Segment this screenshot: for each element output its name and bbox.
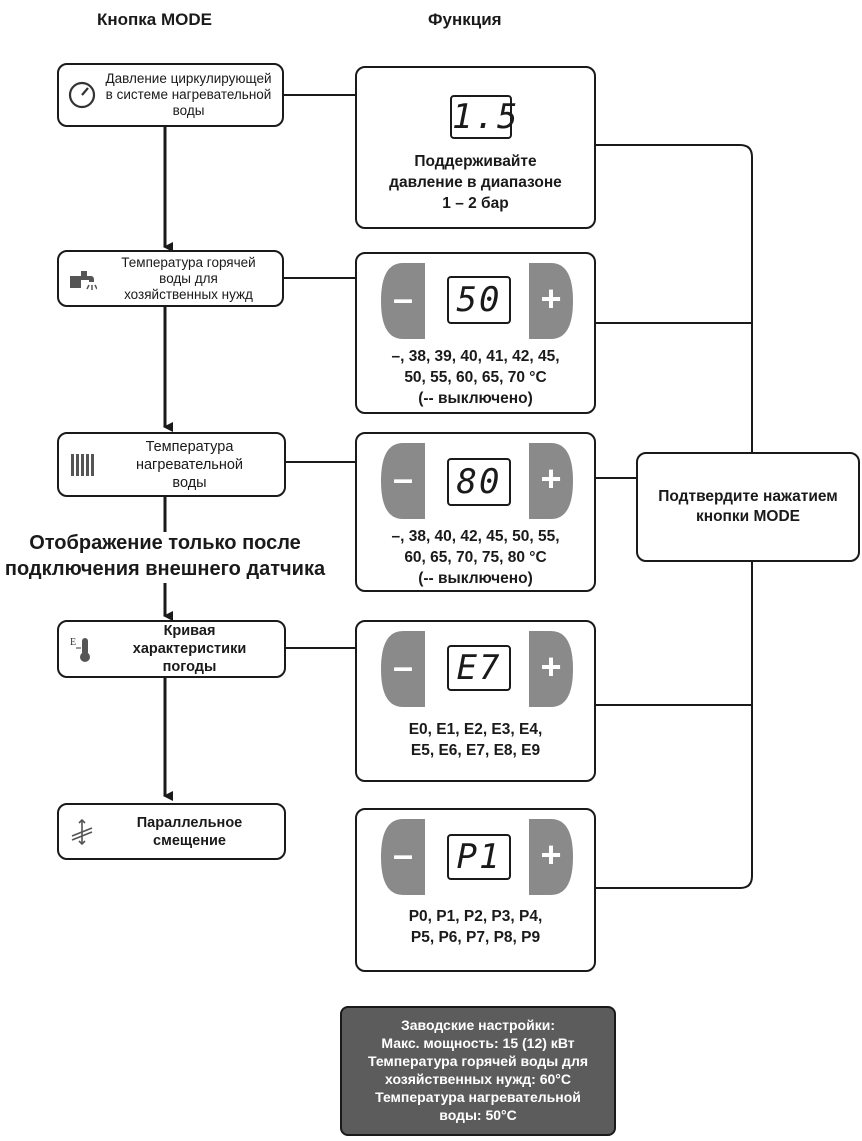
factory-line: Заводские настройки: — [401, 1017, 555, 1033]
plus-symbol: + — [540, 458, 562, 499]
plus-button[interactable] — [529, 631, 573, 707]
minus-symbol: – — [392, 834, 414, 875]
value-line: –, 38, 39, 40, 41, 42, 45, — [391, 348, 560, 365]
plus-button[interactable] — [529, 819, 573, 895]
mode-box-heating-water[interactable]: Температура нагревательной воды — [57, 432, 286, 497]
mode-label-line: воды для — [159, 270, 218, 286]
function-box-hot-water: – 50 + –, 38, 39, 40, 41, 42, 45, 50, 55… — [355, 252, 596, 414]
function-box-weather-curve: – E7 + E0, E1, E2, E3, E4, E5, E6, E7, E… — [355, 620, 596, 782]
mode-label-line: смещение — [153, 832, 226, 849]
value-line: P0, P1, P2, P3, P4, — [408, 908, 543, 925]
note-line: подключения внешнего датчика — [4, 558, 326, 580]
minus-button[interactable] — [381, 819, 425, 895]
function-box-heating-water: – 80 + –, 38, 40, 42, 45, 50, 55, 60, 65… — [355, 432, 596, 592]
mode-box-weather-curve[interactable]: E Кривая характеристики погоды — [57, 620, 286, 678]
function-column-title: Функция — [428, 10, 502, 29]
mode-box-hot-water[interactable]: Температура горячей воды для хозяйственн… — [57, 250, 284, 307]
value-options: –, 38, 40, 42, 45, 50, 55, 60, 65, 70, 7… — [357, 526, 594, 589]
value-options: E0, E1, E2, E3, E4, E5, E6, E7, E8, E9 — [357, 719, 594, 761]
minus-button[interactable] — [381, 263, 425, 339]
mode-column-title: Кнопка MODE — [97, 10, 212, 29]
confirm-line: Подтвердите нажатием — [658, 488, 838, 505]
mode-label-line: воды — [172, 474, 207, 491]
value-line: давление в диапазоне — [389, 174, 562, 191]
value-line: E0, E1, E2, E3, E4, — [408, 721, 543, 738]
note-line: Отображение только после — [29, 532, 301, 554]
value-line: 60, 65, 70, 75, 80 °C — [404, 549, 547, 566]
confirm-line: кнопки MODE — [695, 508, 801, 525]
plus-button[interactable] — [529, 263, 573, 339]
plus-symbol: + — [540, 278, 562, 319]
plus-symbol: + — [540, 646, 562, 687]
minus-symbol: – — [392, 278, 414, 319]
minus-button[interactable] — [381, 631, 425, 707]
value-line: E5, E6, E7, E8, E9 — [410, 742, 541, 759]
factory-line: Температура горячей воды для — [367, 1053, 589, 1069]
function-box-parallel-shift: – P1 + P0, P1, P2, P3, P4, P5, P6, P7, P… — [355, 808, 596, 972]
mode-box-pressure[interactable]: Давление циркулирующей в системе нагрева… — [57, 63, 284, 127]
value-options: –, 38, 39, 40, 41, 42, 45, 50, 55, 60, 6… — [357, 346, 594, 409]
thermometer-icon: E — [65, 632, 99, 666]
minus-button[interactable] — [381, 443, 425, 519]
mode-label-line: Температура горячей — [121, 254, 256, 270]
mode-label-line: характеристики — [132, 641, 247, 657]
value-line: –, 38, 40, 42, 45, 50, 55, — [391, 528, 560, 545]
factory-line: Макс. мощность: 15 (12) кВт — [381, 1035, 575, 1051]
factory-line: воды: 50°C — [439, 1107, 517, 1123]
radiator-icon — [65, 448, 99, 482]
lcd-display: 1.5 — [450, 95, 520, 139]
value-line: 50, 55, 60, 65, 70 °C — [404, 369, 547, 386]
mode-label-line: Давление циркулирующей — [105, 71, 272, 86]
mode-label-line: погоды — [162, 659, 217, 675]
mode-label-line: воды — [172, 103, 205, 118]
mode-box-parallel-shift[interactable]: Параллельное смещение — [57, 803, 286, 860]
value-line: 1 – 2 бар — [442, 195, 509, 212]
external-sensor-note: Отображение только после подключения вне… — [0, 530, 330, 582]
minus-symbol: – — [392, 646, 414, 687]
mode-label-line: нагревательной — [135, 456, 244, 473]
factory-line: Температура нагревательной — [375, 1089, 581, 1105]
mode-label-line: в системе нагревательной — [105, 87, 272, 102]
value-line: P5, P6, P7, P8, P9 — [410, 929, 541, 946]
svg-text:E: E — [70, 637, 76, 648]
lcd-display: 80 — [447, 458, 511, 506]
minus-symbol: – — [392, 458, 414, 499]
mode-label-line: хозяйственных нужд — [124, 286, 253, 302]
value-line: (-- выключено) — [418, 570, 533, 587]
plus-symbol: + — [540, 834, 562, 875]
mode-label-line: Температура — [145, 438, 234, 455]
mode-label-line: Кривая — [163, 623, 216, 639]
gauge-icon — [65, 78, 99, 112]
value-line: Поддерживайте — [414, 153, 537, 170]
confirm-mode-box: Подтвердите нажатием кнопки MODE — [636, 452, 860, 562]
function-description: Поддерживайте давление в диапазоне 1 – 2… — [357, 151, 594, 214]
factory-line: хозяйственных нужд: 60°C — [385, 1071, 571, 1087]
lcd-display: E7 — [447, 645, 511, 691]
factory-settings-box: Заводские настройки: Макс. мощность: 15 … — [340, 1006, 616, 1136]
faucet-icon — [65, 262, 99, 296]
plus-button[interactable] — [529, 443, 573, 519]
mode-label-line: Параллельное — [136, 814, 243, 831]
value-options: P0, P1, P2, P3, P4, P5, P6, P7, P8, P9 — [357, 906, 594, 948]
value-line: (-- выключено) — [418, 390, 533, 407]
lcd-display: 50 — [447, 276, 511, 324]
lcd-display: P1 — [447, 834, 511, 880]
shift-arrows-icon — [65, 815, 99, 849]
function-box-pressure: 1.5 Поддерживайте давление в диапазоне 1… — [355, 66, 596, 229]
